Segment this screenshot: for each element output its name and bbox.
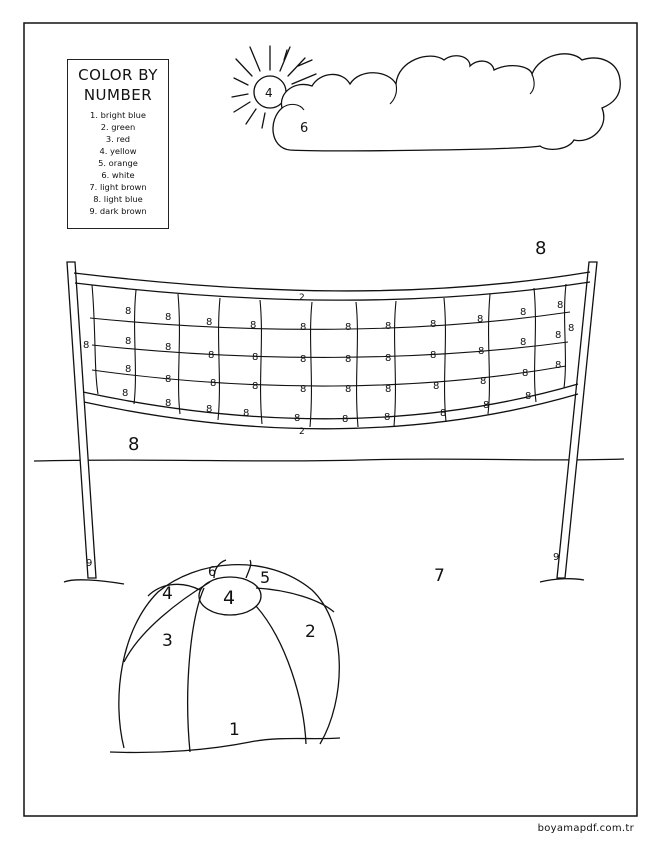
net-cell-number: 8	[294, 413, 300, 424]
net-cell-number: 8	[210, 378, 216, 389]
page-frame	[23, 22, 638, 817]
net-top-rope-number: 2	[299, 293, 305, 303]
net-cell-number: 8	[125, 336, 131, 347]
legend-title-line2: NUMBER	[83, 86, 153, 104]
net-cell-number: 8	[478, 346, 484, 357]
net-cell-number: 8	[385, 353, 391, 364]
net-cell-number: 8	[525, 391, 531, 402]
sun-number: 4	[265, 86, 273, 100]
net-cell-number: 8	[125, 306, 131, 317]
ball-left-number: 3	[162, 631, 173, 651]
ball-cap-number: 4	[223, 587, 235, 609]
net-cell-number: 8	[300, 354, 306, 365]
net-cell-number: 8	[122, 388, 128, 399]
net-cell-number: 8	[300, 322, 306, 333]
net-cell-number: 8	[206, 404, 212, 415]
net-cell-number: 8	[165, 312, 171, 323]
legend-item: 8. light blue	[93, 194, 143, 204]
ball-right-number: 2	[305, 622, 316, 642]
net-cell-number: 8	[165, 374, 171, 385]
net-cell-number: 8	[345, 384, 351, 395]
net-cell-number: 8	[430, 350, 436, 361]
net-cell-number: 8	[165, 398, 171, 409]
number-labels: 4 6 8 8 7 2 2 8 8 8 8 8 8 8 8 8 8 8 8 8 …	[83, 86, 574, 740]
legend-item: 2. green	[100, 122, 136, 132]
net-poles	[63, 261, 598, 585]
right-pole-number: 9	[553, 552, 559, 563]
net-cell-number: 8	[440, 408, 446, 419]
net-cell-number: 8	[125, 364, 131, 375]
net-cell-number: 8	[480, 376, 486, 387]
net-cell-number: 8	[250, 320, 256, 331]
cloud-number: 6	[300, 121, 308, 136]
website-credit: boyamapdf.com.tr	[537, 823, 634, 834]
net-cell-number: 8	[384, 412, 390, 423]
net-cell-number: 8	[252, 381, 258, 392]
legend-item: 6. white	[101, 170, 135, 180]
net-cell-number: 8	[385, 321, 391, 332]
net-cell-number: 8	[208, 350, 214, 361]
legend-item: 5. orange	[98, 158, 138, 168]
ball-top-number: 6	[208, 565, 216, 580]
legend-item: 9. dark brown	[89, 206, 147, 216]
net-bottom-rope-number: 2	[299, 427, 305, 437]
net-cell-number: 8	[522, 368, 528, 379]
sky-number: 8	[535, 238, 546, 259]
net-cell-number: 8	[483, 400, 489, 411]
net-cell-number: 8	[300, 384, 306, 395]
net-cell-number: 8	[243, 408, 249, 419]
net-drawing	[73, 271, 591, 430]
net-cell-number: 8	[555, 360, 561, 371]
net-cell-number: 8	[345, 322, 351, 333]
sun-drawing	[231, 45, 317, 129]
legend-list: 1. bright blue 2. green 3. red 4. yellow…	[68, 109, 168, 217]
net-cell-number: 8	[477, 314, 483, 325]
horizon-line	[33, 458, 625, 462]
ball-bottom-number: 1	[229, 720, 240, 740]
beach-ball-drawing	[109, 559, 341, 754]
ball-upper-right-number: 5	[260, 568, 270, 587]
left-pole-number: 9	[86, 558, 92, 569]
legend-title-line1: COLOR BY	[78, 66, 158, 84]
legend-item: 7. light brown	[89, 182, 147, 192]
net-cell-number: 8	[385, 384, 391, 395]
sky-number-left: 8	[128, 434, 139, 455]
net-cell-number: 8	[83, 340, 89, 351]
net-cell-number: 8	[555, 330, 561, 341]
legend-item: 4. yellow	[99, 146, 137, 156]
net-cell-number: 8	[520, 307, 526, 318]
net-cell-number: 8	[165, 342, 171, 353]
legend-item: 1. bright blue	[90, 110, 146, 120]
net-cell-number: 8	[252, 352, 258, 363]
cloud-drawing	[272, 53, 621, 152]
sand-number: 7	[434, 566, 445, 586]
net-cell-number: 8	[557, 300, 563, 311]
ball-upper-left-number: 4	[162, 584, 173, 604]
net-cell-number: 8	[206, 317, 212, 328]
net-cell-number: 8	[520, 337, 526, 348]
legend-item: 3. red	[105, 134, 131, 144]
color-legend-box: COLOR BY NUMBER 1. bright blue 2. green …	[67, 59, 169, 229]
legend-title: COLOR BY NUMBER	[68, 65, 168, 105]
net-cell-number: 8	[430, 319, 436, 330]
net-cell-number: 8	[345, 354, 351, 365]
net-cell-number: 8	[568, 323, 574, 334]
net-cell-number: 8	[433, 381, 439, 392]
net-cell-number: 8	[342, 414, 348, 425]
